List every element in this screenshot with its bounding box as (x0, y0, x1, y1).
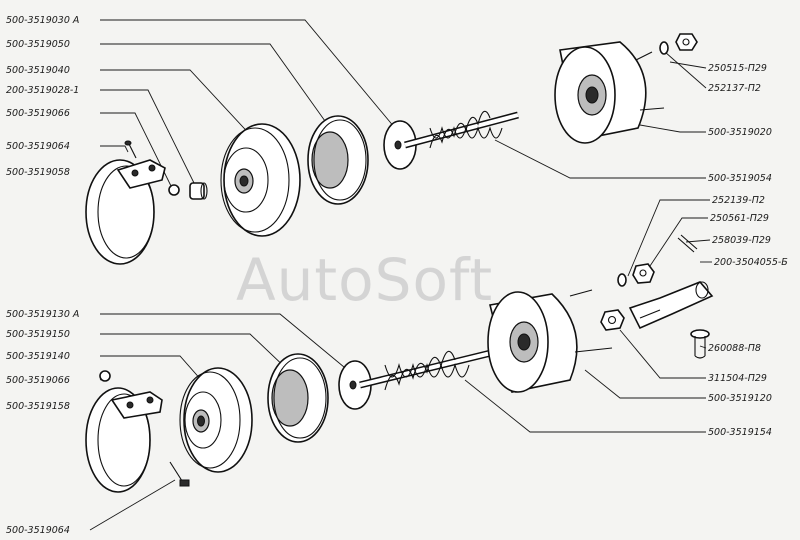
label-500-3519064-upper: 500-3519064 (6, 141, 70, 152)
label-200-3519028-1: 200-3519028-1 (6, 85, 79, 96)
label-500-3519058: 500-3519058 (6, 167, 70, 178)
label-200-3504055-B: 200-3504055-Б (714, 257, 788, 268)
rod-spring-upper (404, 110, 519, 149)
clevis-fork (628, 281, 714, 330)
nut-rod-end (600, 309, 625, 331)
label-260088-P8: 260088-П8 (708, 343, 761, 354)
nut-lock (632, 263, 655, 284)
label-500-3519154: 500-3519154 (708, 427, 772, 438)
diaphragm-lower (267, 353, 329, 443)
label-500-3519120: 500-3519120 (708, 393, 772, 404)
bushing (189, 182, 208, 200)
label-500-3519050: 500-3519050 (6, 39, 70, 50)
label-311504-P29: 311504-П29 (708, 373, 767, 384)
label-500-3519054: 500-3519054 (708, 173, 772, 184)
diaphragm-upper (307, 115, 369, 205)
label-252139-P2: 252139-П2 (712, 195, 765, 206)
lower-assembly (85, 234, 714, 493)
label-500-3519064-lower: 500-3519064 (6, 525, 70, 536)
leader-lines (89, 19, 712, 531)
flange-upper (220, 123, 301, 237)
label-250561-P29: 250561-П29 (710, 213, 769, 224)
housing-lower (487, 289, 613, 393)
labels-right: 250515-П29 252137-П2 500-3519020 500-351… (708, 63, 788, 438)
push-plate-upper (383, 120, 417, 170)
label-500-3519066-lower: 500-3519066 (6, 375, 70, 386)
label-500-3519040: 500-3519040 (6, 65, 70, 76)
nut-upper-right (675, 33, 698, 51)
label-500-3519130A: 500-3519130 А (6, 309, 79, 320)
label-500-3519140: 500-3519140 (6, 351, 70, 362)
nut-lower (99, 370, 111, 382)
label-252137-P2: 252137-П2 (708, 83, 761, 94)
push-plate-lower (338, 360, 372, 410)
rod-spring-lower (359, 348, 496, 391)
labels-left-lower: 500-3519130 А 500-3519150 500-3519140 50… (6, 309, 79, 536)
nut-upper (168, 184, 180, 196)
washer-upper (659, 41, 669, 55)
clamp-band-upper (85, 159, 166, 265)
watermark-text: AutoSoft (236, 246, 493, 314)
clevis-pin (690, 329, 710, 359)
cotter-pin (677, 234, 698, 253)
label-250515-P29: 250515-П29 (708, 63, 767, 74)
housing-upper (554, 41, 665, 144)
label-500-3519158: 500-3519158 (6, 401, 70, 412)
label-500-3519020: 500-3519020 (708, 127, 772, 138)
clamp-band-lower (85, 387, 163, 493)
label-500-3519030A: 500-3519030 А (6, 15, 79, 26)
label-258039-P29: 258039-П29 (712, 235, 771, 246)
label-500-3519150: 500-3519150 (6, 329, 70, 340)
labels-left-upper: 500-3519030 А 500-3519050 500-3519040 20… (6, 15, 79, 178)
bolt-upper (124, 140, 137, 159)
flange-lower (179, 367, 253, 473)
upper-assembly (85, 33, 698, 265)
label-500-3519066-upper: 500-3519066 (6, 108, 70, 119)
bolt-lower (169, 461, 190, 487)
washer-lock (617, 273, 627, 287)
